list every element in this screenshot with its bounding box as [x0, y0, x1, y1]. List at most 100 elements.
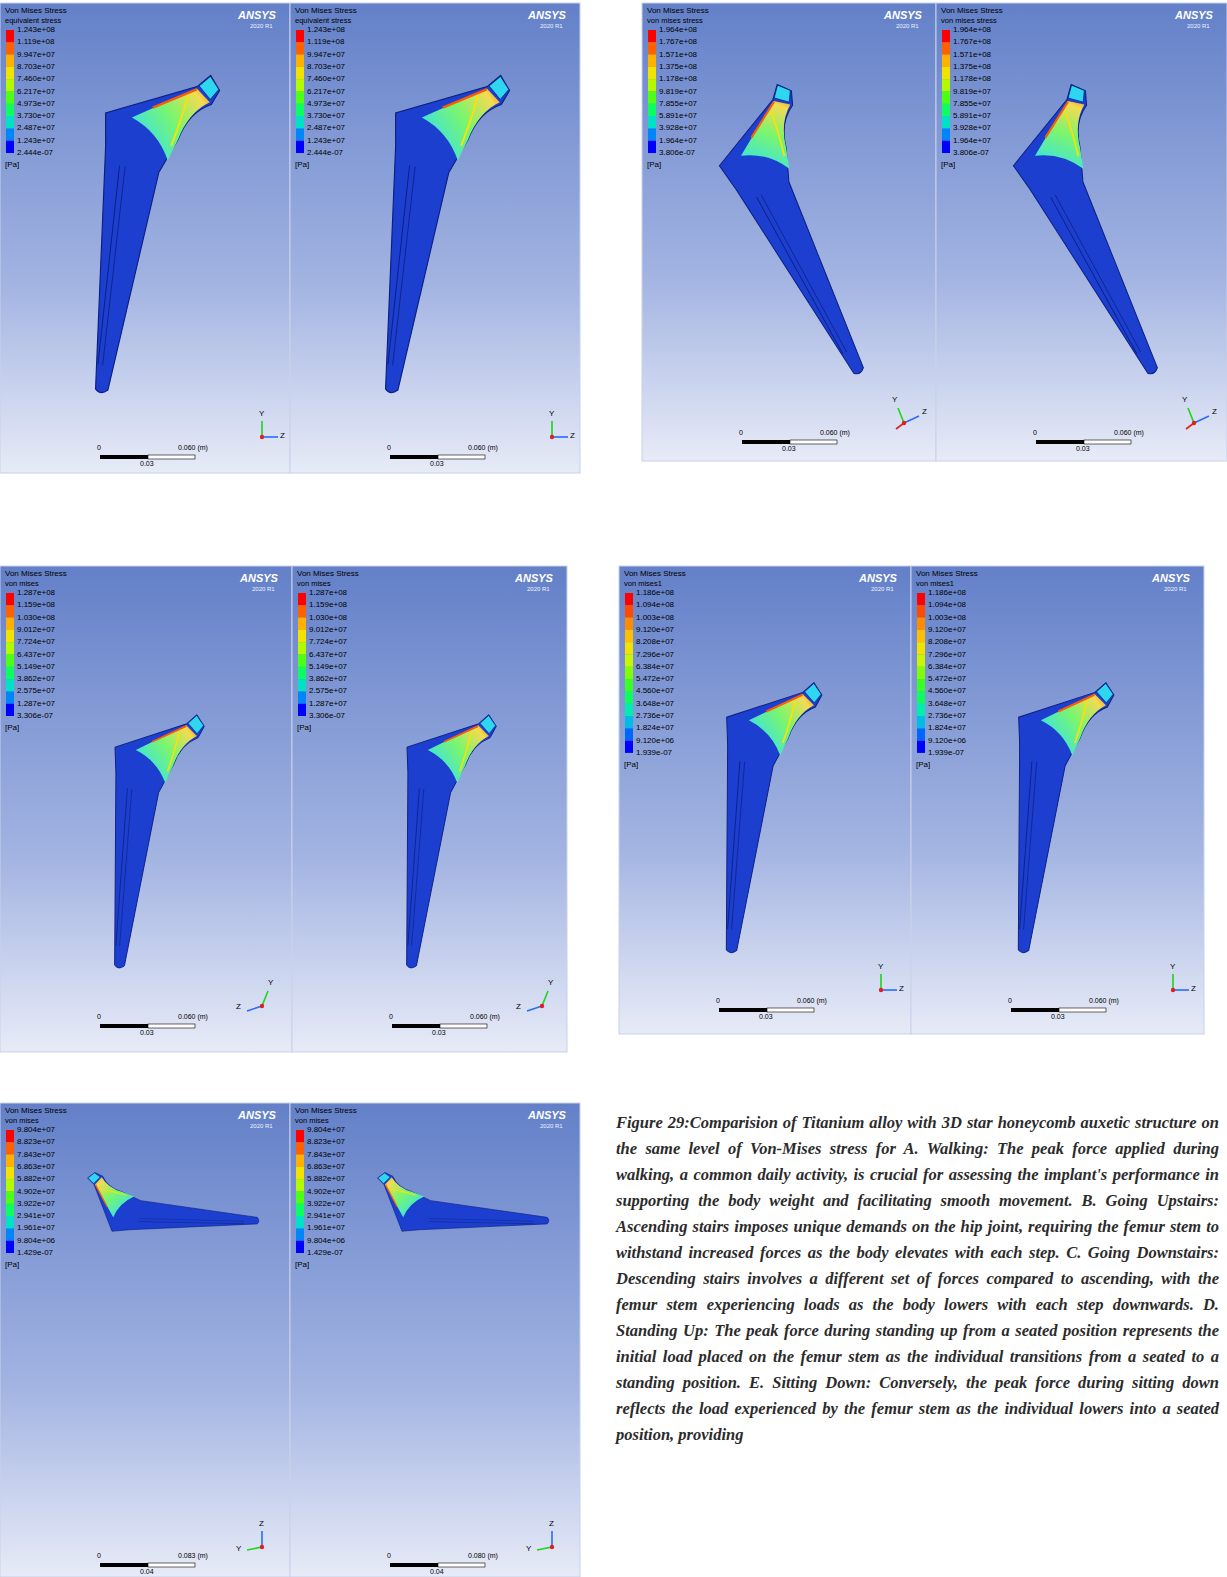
legend-value: 1.094e+08 [636, 600, 674, 610]
color-band [625, 642, 633, 654]
legend-value: 1.159e+08 [309, 600, 347, 610]
legend-value: 6.863e+07 [17, 1162, 55, 1172]
legend-title: Von Mises Stress [916, 569, 978, 579]
result-name: von mises1 [916, 579, 954, 588]
ansys-view [911, 566, 1204, 1034]
color-band [296, 1155, 304, 1167]
color-bar [6, 30, 14, 153]
legend-value: 1.030e+08 [17, 613, 55, 623]
result-name: von mises stress [941, 16, 997, 25]
color-band [296, 1167, 304, 1179]
color-band [625, 691, 633, 703]
color-band [625, 716, 633, 728]
legend-value: 3.648e+07 [928, 699, 966, 709]
ansys-view [642, 3, 936, 461]
result-panel: Von Mises Stressvon mises11.186e+081.094… [619, 566, 911, 1034]
scale-zero: 0 [97, 1013, 101, 1021]
legend-value: 3.306e-07 [309, 711, 345, 721]
legend-value: 5.149e+07 [309, 662, 347, 672]
axis-letter: Z [570, 431, 575, 441]
color-band [6, 667, 14, 679]
color-band [6, 1228, 14, 1240]
color-band [296, 79, 304, 91]
color-band [6, 1241, 14, 1253]
unit-label: [Pa] [5, 1260, 19, 1270]
legend-value: 9.947e+07 [307, 50, 345, 60]
legend-value: 2.941e+07 [17, 1211, 55, 1221]
color-band [625, 667, 633, 679]
legend-value: 1.178e+08 [659, 74, 697, 84]
color-band [917, 716, 925, 728]
color-band [6, 630, 14, 642]
legend-value: 1.375e+08 [659, 62, 697, 72]
color-band [6, 1155, 14, 1167]
result-panel: Von Mises Stressequivalent stress1.243e+… [290, 3, 580, 473]
color-band [625, 618, 633, 630]
scale-zero: 0 [387, 444, 391, 452]
scale-length: 0.060 (m) [797, 997, 827, 1005]
color-bar [648, 30, 656, 153]
axis-letter: Y [259, 409, 264, 419]
result-panel: Von Mises Stressequivalent stress1.243e+… [0, 3, 290, 473]
color-band [6, 605, 14, 617]
color-band [296, 128, 304, 140]
color-band [6, 128, 14, 140]
legend-value: 2.941e+07 [307, 1211, 345, 1221]
color-band [942, 128, 950, 140]
legend-value: 9.012e+07 [17, 625, 55, 635]
legend-value: 1.964e+07 [659, 136, 697, 146]
legend-value: 3.806e-07 [953, 148, 989, 158]
color-band [942, 104, 950, 116]
scale-length: 0.060 (m) [1114, 429, 1144, 437]
legend-value: 2.444e-07 [307, 148, 343, 158]
color-band [917, 691, 925, 703]
color-band [6, 79, 14, 91]
color-band [6, 618, 14, 630]
software-logo: ANSYS [1152, 572, 1190, 585]
legend-title: Von Mises Stress [941, 6, 1003, 16]
color-band [6, 1204, 14, 1216]
legend-value: 3.730e+07 [307, 111, 345, 121]
legend-value: 3.862e+07 [309, 674, 347, 684]
scale-mid: 0.03 [759, 1013, 773, 1021]
legend-value: 2.736e+07 [636, 711, 674, 721]
color-band [296, 42, 304, 54]
axis-letter: Y [548, 978, 553, 988]
axis-letter: Z [922, 407, 927, 417]
color-band [648, 92, 656, 104]
legend-value: 1.429e-07 [307, 1248, 343, 1258]
legend-value: 2.736e+07 [928, 711, 966, 721]
unit-label: [Pa] [941, 160, 955, 170]
color-band [942, 42, 950, 54]
legend-value: 7.843e+07 [17, 1150, 55, 1160]
color-band [6, 42, 14, 54]
color-band [296, 1130, 304, 1142]
legend-value: 9.120e+06 [636, 736, 674, 746]
legend-value: 1.767e+08 [659, 37, 697, 47]
result-name: von mises stress [647, 16, 703, 25]
legend-value: 2.487e+07 [17, 123, 55, 133]
figure-caption: Figure 29:Comparision of Titanium alloy … [616, 1110, 1219, 1448]
legend-title: Von Mises Stress [5, 569, 67, 579]
result-panel: Von Mises Stressvon mises9.804e+078.823e… [0, 1103, 290, 1577]
legend-value: 6.863e+07 [307, 1162, 345, 1172]
axis-letter: Z [259, 1519, 264, 1529]
result-panel: Von Mises Stressvon mises stress1.964e+0… [642, 3, 936, 461]
legend-value: 3.922e+07 [307, 1199, 345, 1209]
software-logo: ANSYS [884, 9, 922, 22]
color-bar [917, 593, 925, 753]
scale-mid: 0.03 [432, 1029, 446, 1037]
unit-label: [Pa] [624, 760, 638, 770]
scale-length: 0.080 (m) [468, 1552, 498, 1560]
ansys-view [290, 1103, 580, 1577]
color-band [917, 655, 925, 667]
legend-value: 9.804e+06 [307, 1236, 345, 1246]
color-band [625, 605, 633, 617]
scale-mid: 0.04 [430, 1568, 444, 1576]
legend-value: 3.306e-07 [17, 711, 53, 721]
scale-length: 0.060 (m) [178, 444, 208, 452]
software-logo: ANSYS [1175, 9, 1213, 22]
legend-value: 1.961e+07 [17, 1223, 55, 1233]
scale-zero: 0 [1033, 429, 1037, 437]
legend-value: 1.824e+07 [636, 723, 674, 733]
